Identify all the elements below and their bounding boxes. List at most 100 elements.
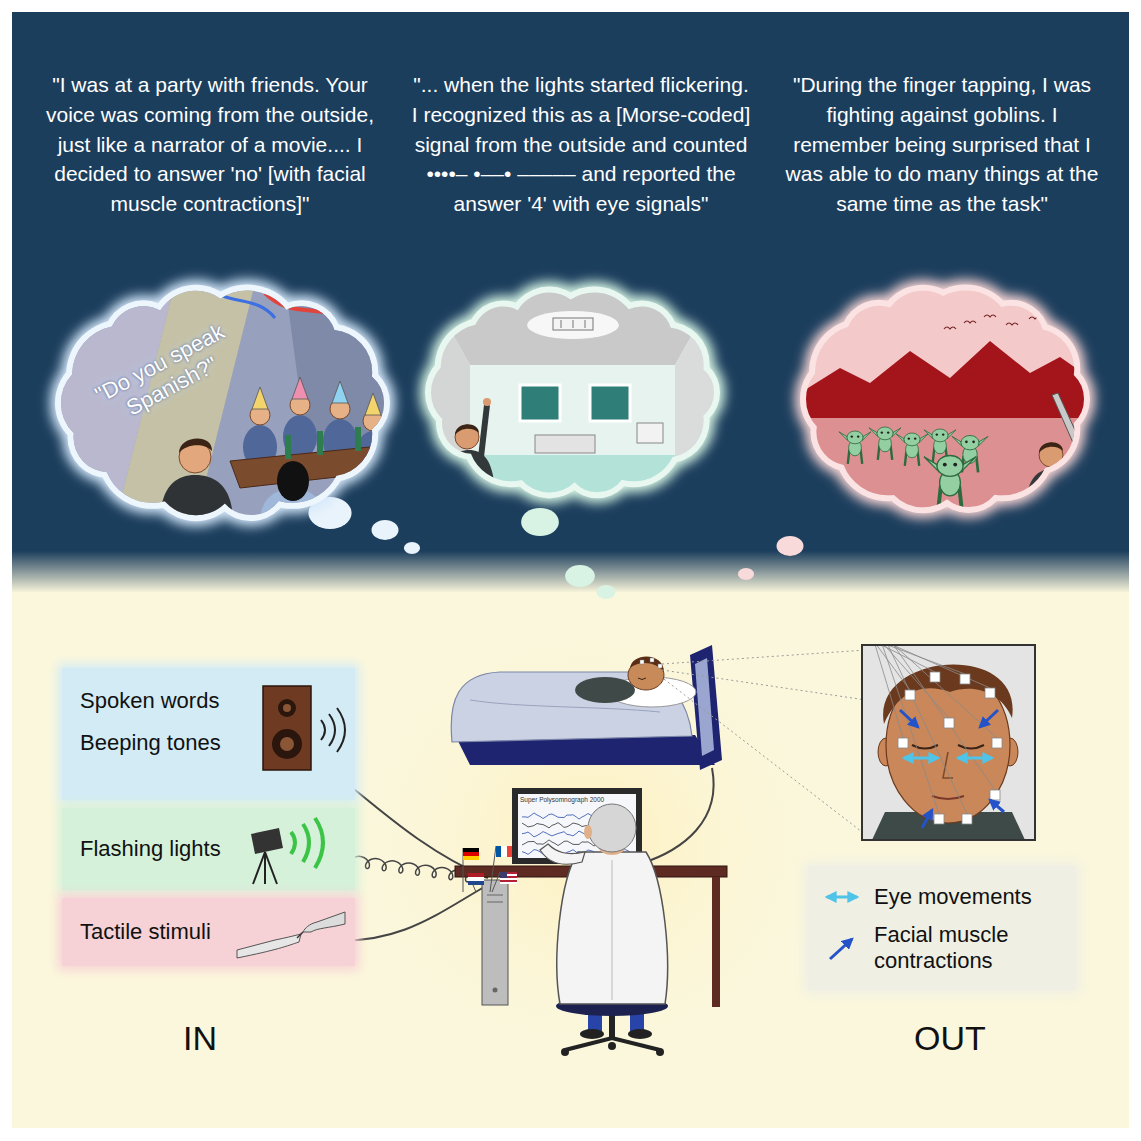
legend-entry: Facial muscle contractions bbox=[822, 922, 1062, 974]
shoulder bbox=[575, 677, 635, 703]
flag-germany bbox=[463, 856, 479, 860]
thought-cloud bbox=[800, 283, 1090, 515]
electrode-lead bbox=[662, 650, 866, 664]
cable bbox=[640, 768, 714, 864]
sound-wave bbox=[321, 720, 325, 740]
thought-bubble bbox=[404, 542, 420, 554]
tower-slot bbox=[487, 902, 503, 903]
inset-frame bbox=[862, 645, 1035, 840]
bottle bbox=[317, 431, 323, 455]
hero-hair bbox=[1039, 442, 1063, 453]
electrode bbox=[962, 814, 972, 824]
eye-movement-arrow bbox=[904, 757, 938, 760]
thought-bubble bbox=[372, 520, 399, 540]
ear bbox=[584, 825, 592, 839]
electrode bbox=[898, 738, 908, 748]
face-inset bbox=[872, 645, 1025, 840]
dream-report: "I was at a party with friends. Your voi… bbox=[36, 70, 384, 219]
flag-usa bbox=[500, 882, 517, 884]
goblin-head bbox=[961, 436, 979, 450]
right-wall bbox=[675, 285, 720, 500]
stimulus-name: Spoken words bbox=[80, 688, 219, 714]
thought-bubble bbox=[521, 508, 559, 536]
muscle-arrow bbox=[900, 710, 918, 727]
bird bbox=[984, 315, 996, 317]
thought-cloud: "Do you speak Spanish?" bbox=[55, 283, 390, 523]
hero-head bbox=[1039, 443, 1063, 467]
thought-bubble bbox=[597, 585, 616, 599]
chair-wheel bbox=[656, 1048, 664, 1056]
dream-report: "... when the lights started flickering.… bbox=[410, 70, 752, 219]
electrode bbox=[930, 672, 940, 682]
inset-ground bbox=[862, 645, 1035, 840]
hospital-bed bbox=[535, 435, 595, 453]
window bbox=[590, 385, 630, 421]
touching-hand bbox=[303, 912, 345, 932]
text-group: Flashing lights bbox=[62, 808, 355, 890]
lab-ground bbox=[12, 592, 1129, 1128]
flag-usa bbox=[500, 872, 507, 878]
man-head bbox=[455, 425, 479, 449]
party-hat bbox=[292, 377, 308, 399]
electrode-lead bbox=[660, 676, 866, 835]
cloud-scene bbox=[800, 283, 1090, 515]
flag-germany bbox=[463, 848, 479, 852]
light-wave bbox=[291, 832, 295, 854]
lamp-slat bbox=[561, 320, 562, 328]
legend-entry: Eye movements bbox=[822, 882, 1062, 912]
electrode-lead bbox=[888, 645, 967, 814]
goblin-eye bbox=[881, 431, 883, 433]
flag-netherlands bbox=[468, 881, 484, 885]
light-wave bbox=[315, 818, 323, 868]
flag-france bbox=[507, 846, 512, 857]
electrode-lead bbox=[893, 645, 990, 688]
thought-cloud bbox=[425, 285, 720, 500]
lamp-head bbox=[251, 828, 283, 854]
bottle bbox=[355, 427, 361, 451]
stimulus-name: Beeping tones bbox=[80, 730, 221, 756]
man-arm bbox=[481, 405, 487, 457]
goblin-head bbox=[877, 427, 893, 440]
electrode bbox=[905, 690, 915, 700]
headboard bbox=[690, 645, 722, 770]
electrode bbox=[960, 674, 970, 684]
thought-bubble bbox=[565, 565, 595, 587]
desk-leg bbox=[712, 877, 720, 1007]
room bbox=[425, 285, 720, 500]
panel-label: OUT bbox=[880, 1018, 1020, 1059]
goblin-eye bbox=[942, 433, 944, 435]
closed-eye bbox=[958, 745, 984, 749]
speaker-cone bbox=[272, 729, 302, 759]
thought-bubble bbox=[738, 568, 754, 580]
lab-coat bbox=[557, 852, 668, 1004]
party-hat bbox=[252, 387, 268, 409]
computer-tower bbox=[482, 880, 508, 1005]
electrode bbox=[658, 664, 662, 668]
closed-eye bbox=[638, 678, 646, 680]
stimulus-tool bbox=[297, 932, 303, 938]
legend-sample bbox=[822, 882, 862, 912]
man-hair bbox=[179, 438, 212, 453]
speaker-cone bbox=[278, 699, 296, 717]
ceiling-lamp bbox=[553, 318, 593, 330]
electrode-lead bbox=[882, 645, 935, 672]
electrode bbox=[650, 658, 654, 662]
lamp-glow bbox=[330, 600, 850, 1080]
shoe bbox=[580, 1029, 604, 1039]
sleeper-hair bbox=[630, 656, 664, 672]
party-hat bbox=[365, 393, 381, 415]
screen bbox=[518, 794, 636, 858]
legend-text: Facial muscle contractions bbox=[874, 922, 1062, 974]
flag-france bbox=[496, 846, 501, 857]
flag-usa bbox=[500, 880, 517, 882]
bottle bbox=[285, 435, 291, 459]
wall bbox=[55, 283, 390, 523]
flag-usa bbox=[500, 878, 517, 880]
hand bbox=[483, 398, 491, 406]
eye-movement-arrow bbox=[958, 757, 992, 760]
input-box: Flashing lights bbox=[62, 808, 355, 890]
woman-hair bbox=[277, 461, 309, 501]
flag-germany bbox=[463, 852, 479, 856]
goblin-eye bbox=[908, 437, 910, 439]
text-group: Tactile stimuli bbox=[62, 898, 355, 966]
